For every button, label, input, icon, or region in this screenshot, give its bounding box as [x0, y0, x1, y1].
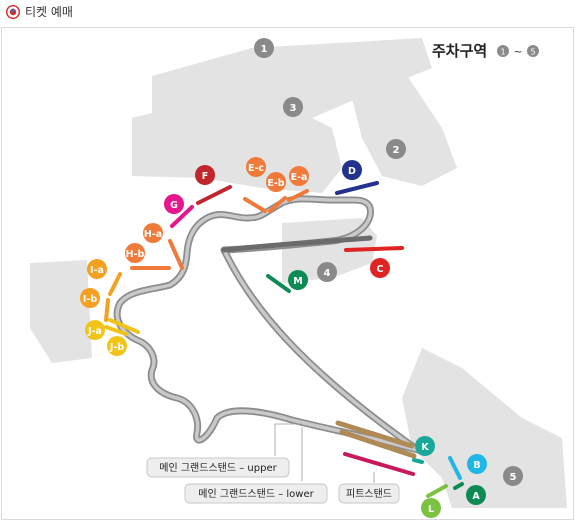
- svg-text:I-b: I-b: [83, 294, 97, 305]
- svg-text:5: 5: [510, 472, 517, 483]
- circuit-track: [113, 195, 422, 454]
- stand-pin-c[interactable]: C: [370, 258, 390, 278]
- tag-pit-stand[interactable]: 피트스탠드: [338, 483, 400, 504]
- svg-text:M: M: [293, 276, 302, 287]
- circuit-map-panel: 1 2 3 4 5 A B C D E-a E-b E-c F G H-a H-…: [1, 27, 574, 520]
- circle-logo-icon: [6, 5, 20, 19]
- parking-zone-markers: 1 2 3 4 5: [254, 38, 523, 486]
- stand-pin-f[interactable]: F: [195, 165, 215, 185]
- legend-range-to: 5: [530, 48, 535, 57]
- stand-pin-g[interactable]: G: [164, 194, 184, 214]
- stand-pin-a[interactable]: A: [466, 485, 486, 505]
- grandstand-pins: A B C D E-a E-b E-c F G H-a H-b I-a I-b …: [80, 157, 487, 518]
- svg-text:메인 그랜드스탠드 – upper: 메인 그랜드스탠드 – upper: [159, 462, 277, 474]
- svg-text:B: B: [473, 460, 480, 471]
- tag-main-grandstand-lower[interactable]: 메인 그랜드스탠드 – lower: [184, 483, 328, 504]
- stand-pin-e-c[interactable]: E-c: [246, 157, 266, 177]
- legend-title: 주차구역: [432, 42, 487, 60]
- stand-pin-i-b[interactable]: I-b: [80, 288, 100, 308]
- svg-text:H-b: H-b: [126, 249, 145, 260]
- parking-zone-4[interactable]: 4: [317, 262, 337, 282]
- parking-legend: 주차구역 1 ~ 5: [432, 42, 539, 60]
- svg-text:E-b: E-b: [267, 178, 284, 189]
- page-title: 티켓 예매: [25, 5, 73, 19]
- parking-zone-1[interactable]: 1: [254, 38, 274, 58]
- stand-name-tags: 메인 그랜드스탠드 – upper 메인 그랜드스탠드 – lower 피트스탠…: [146, 457, 400, 504]
- stand-pin-h-a[interactable]: H-a: [143, 223, 163, 243]
- stand-pin-j-b[interactable]: J-b: [107, 336, 127, 356]
- svg-text:F: F: [202, 171, 209, 182]
- svg-text:J-b: J-b: [109, 342, 124, 353]
- label-leaders: [274, 423, 375, 483]
- svg-text:E-a: E-a: [291, 172, 308, 183]
- svg-text:H-a: H-a: [144, 229, 162, 240]
- svg-text:메인 그랜드스탠드 – lower: 메인 그랜드스탠드 – lower: [198, 488, 314, 500]
- stand-pin-e-b[interactable]: E-b: [266, 172, 286, 192]
- circuit-map: 1 2 3 4 5 A B C D E-a E-b E-c F G H-a H-…: [30, 38, 567, 518]
- stand-pin-l[interactable]: L: [421, 498, 441, 518]
- parking-zone-3[interactable]: 3: [283, 97, 303, 117]
- svg-text:1: 1: [261, 44, 268, 55]
- grandstand-bars: [104, 181, 464, 498]
- svg-text:D: D: [348, 166, 356, 177]
- stand-pin-h-b[interactable]: H-b: [125, 243, 145, 263]
- svg-text:I-a: I-a: [90, 265, 104, 276]
- svg-text:A: A: [472, 491, 480, 502]
- stand-pin-j-a[interactable]: J-a: [85, 320, 105, 340]
- header: 티켓 예매: [0, 0, 580, 26]
- svg-text:G: G: [170, 200, 178, 211]
- stand-pin-e-a[interactable]: E-a: [289, 166, 309, 186]
- parking-zone-2[interactable]: 2: [386, 139, 406, 159]
- tag-main-grandstand-upper[interactable]: 메인 그랜드스탠드 – upper: [146, 457, 290, 478]
- svg-text:K: K: [421, 442, 429, 453]
- svg-text:J-a: J-a: [87, 326, 102, 337]
- parking-areas: [30, 38, 567, 508]
- svg-text:4: 4: [324, 268, 331, 279]
- legend-range-from: 1: [500, 48, 505, 57]
- stand-pin-k[interactable]: K: [415, 436, 435, 456]
- legend-range-separator: ~: [513, 45, 522, 58]
- svg-text:피트스탠드: 피트스탠드: [346, 488, 392, 500]
- svg-text:C: C: [377, 264, 384, 275]
- stand-pin-b[interactable]: B: [467, 454, 487, 474]
- svg-text:E-c: E-c: [248, 163, 264, 174]
- svg-text:L: L: [428, 504, 434, 515]
- parking-zone-5[interactable]: 5: [503, 466, 523, 486]
- stand-pin-d[interactable]: D: [342, 160, 362, 180]
- svg-text:3: 3: [290, 103, 297, 114]
- stand-pin-m[interactable]: M: [288, 270, 308, 290]
- svg-text:2: 2: [393, 145, 400, 156]
- stand-pin-i-a[interactable]: I-a: [87, 259, 107, 279]
